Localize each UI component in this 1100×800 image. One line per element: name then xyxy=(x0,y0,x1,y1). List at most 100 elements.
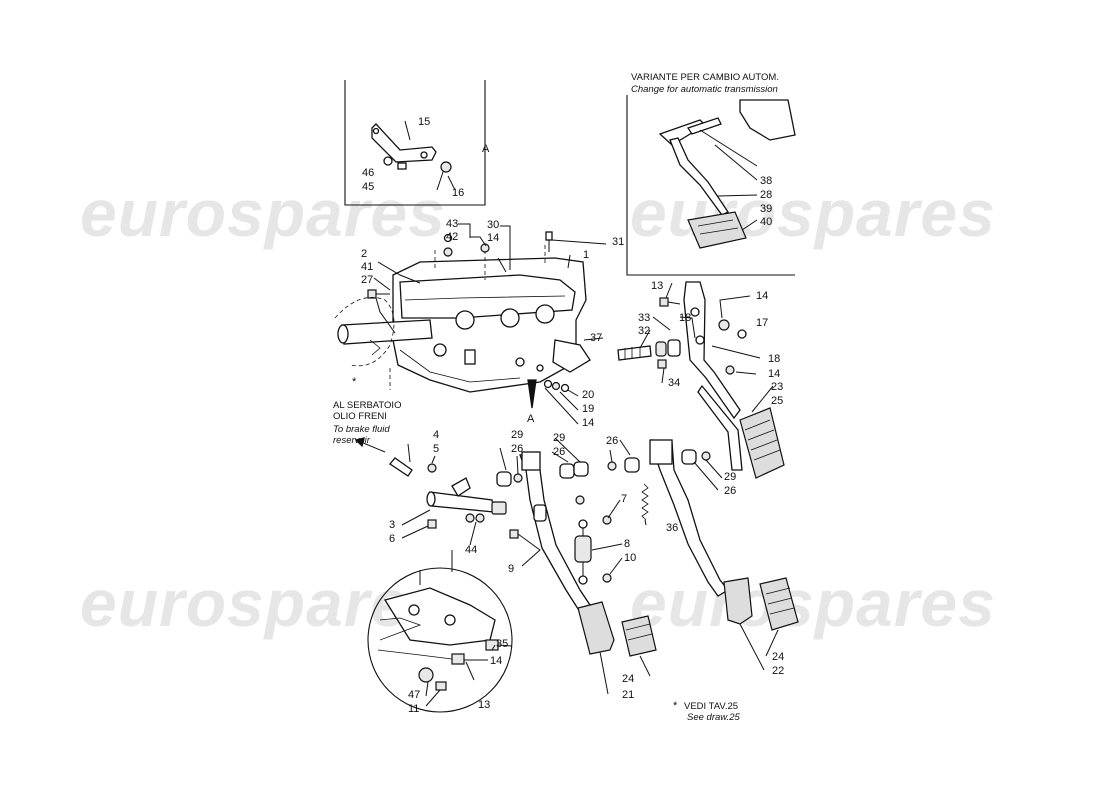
callout-15: 15 xyxy=(418,116,430,128)
see-note-line1: VEDI TAV.25 xyxy=(684,701,738,712)
auto-variant-title-en: Change for automatic transmission xyxy=(631,84,778,95)
callout-20: 20 xyxy=(582,389,594,401)
detail-circle-inset xyxy=(367,567,513,713)
section-a-frame xyxy=(344,80,486,206)
clip-5 xyxy=(427,463,437,473)
callout-19: 19 xyxy=(582,403,594,415)
bolt-34 xyxy=(657,359,667,369)
callout-3: 3 xyxy=(389,519,395,531)
reservoir-note-line3: To brake fluid xyxy=(333,424,390,435)
brake-hose-4 xyxy=(389,457,413,477)
auto-variant-frame xyxy=(626,95,795,276)
callout-31: 31 xyxy=(612,236,624,248)
brake-pedal xyxy=(649,439,753,625)
auto-variant-title-it: VARIANTE PER CAMBIO AUTOM. xyxy=(631,72,779,83)
nuts-14-17 xyxy=(718,319,747,375)
callout-25: 25 xyxy=(771,395,783,407)
callout-13-b: 13 xyxy=(478,699,490,711)
callout-2: 2 xyxy=(361,248,367,260)
callout-14-e: 14 xyxy=(490,655,502,667)
callout-4: 4 xyxy=(433,429,439,441)
callout-39: 39 xyxy=(760,203,772,215)
washers-19-20 xyxy=(543,379,570,393)
callout-34: 34 xyxy=(668,377,680,389)
callout-27: 27 xyxy=(361,274,373,286)
callout-36: 36 xyxy=(666,522,678,534)
bolts-44 xyxy=(465,513,485,523)
reservoir-note-line1: AL SERBATOIO xyxy=(333,400,401,411)
callout-23: 23 xyxy=(771,381,783,393)
callout-24-b: 24 xyxy=(772,651,784,663)
bolt-16 xyxy=(436,161,452,191)
brake-pad-24 xyxy=(759,577,799,631)
callout-18-b: 18 xyxy=(768,353,780,365)
bolt-9 xyxy=(509,529,519,539)
callout-21: 21 xyxy=(622,689,634,701)
callout-29-c: 29 xyxy=(724,471,736,483)
callout-29-b: 29 xyxy=(553,432,565,444)
bushings-26-29 xyxy=(496,449,711,487)
callout-13-a: 13 xyxy=(651,280,663,292)
callout-26-a: 26 xyxy=(511,443,523,455)
bracket-15 xyxy=(371,123,437,163)
callout-26-c: 26 xyxy=(606,435,618,447)
callout-9: 9 xyxy=(508,563,514,575)
bolt-41 xyxy=(367,289,390,299)
watermark-4: eurospares xyxy=(630,566,996,640)
damper-8 xyxy=(574,519,592,585)
callout-26-b: 26 xyxy=(553,446,565,458)
bushings-33 xyxy=(655,339,681,357)
callout-32: 32 xyxy=(638,325,650,337)
reservoir-note-line4: reservoir xyxy=(333,435,371,446)
watermark-2: eurospares xyxy=(630,176,996,250)
callout-1: 1 xyxy=(583,249,589,261)
callout-8: 8 xyxy=(624,538,630,550)
bolt-6 xyxy=(427,519,437,529)
callout-28: 28 xyxy=(760,189,772,201)
bushing-clutch-lever xyxy=(533,504,547,522)
callout-22: 22 xyxy=(772,665,784,677)
watermark-1: eurospares xyxy=(80,176,446,250)
bolt-13 xyxy=(659,297,681,307)
section-a-label: A xyxy=(527,413,535,425)
nut-10 xyxy=(602,573,612,583)
throttle-pedal xyxy=(683,281,785,479)
callout-29-a: 29 xyxy=(511,429,523,441)
callout-10: 10 xyxy=(624,552,636,564)
nut-45-46 xyxy=(383,156,407,170)
callout-38: 38 xyxy=(760,175,772,187)
callout-43: 43 xyxy=(446,218,458,230)
pedal-shaft-27 xyxy=(337,319,433,345)
callout-47: 47 xyxy=(408,689,420,701)
callout-17: 17 xyxy=(756,317,768,329)
callout-7: 7 xyxy=(621,493,627,505)
star-ref-detail xyxy=(369,339,381,356)
callout-5: 5 xyxy=(433,443,439,455)
master-cylinder-3 xyxy=(426,477,507,515)
see-note-line2: See draw.25 xyxy=(687,712,741,723)
section-a-inset-label: A xyxy=(482,143,490,155)
callout-35: 35 xyxy=(496,638,508,650)
callout-14-b: 14 xyxy=(756,290,768,302)
auto-brake-pedal xyxy=(658,99,796,249)
callout-40: 40 xyxy=(760,216,772,228)
pedal-box-housing xyxy=(392,257,591,393)
callout-18-a: 18 xyxy=(679,312,691,324)
section-a-arrow xyxy=(527,379,537,409)
clutch-pad-24 xyxy=(621,615,657,657)
see-note-star: * xyxy=(673,700,678,712)
callout-37: 37 xyxy=(590,332,602,344)
washers-7 xyxy=(575,495,612,525)
callout-30: 30 xyxy=(487,219,499,231)
callout-11: 11 xyxy=(408,703,419,715)
callout-45: 45 xyxy=(362,181,374,193)
callout-24-a: 24 xyxy=(622,673,634,685)
reservoir-note-line2: OLIO FRENI xyxy=(333,411,387,422)
callout-6: 6 xyxy=(389,533,395,545)
callout-14-d: 14 xyxy=(582,417,594,429)
pivot-bolt-32 xyxy=(617,345,652,361)
callout-14-a: 14 xyxy=(487,232,499,244)
callout-41: 41 xyxy=(361,261,373,273)
callout-42: 42 xyxy=(446,231,458,243)
